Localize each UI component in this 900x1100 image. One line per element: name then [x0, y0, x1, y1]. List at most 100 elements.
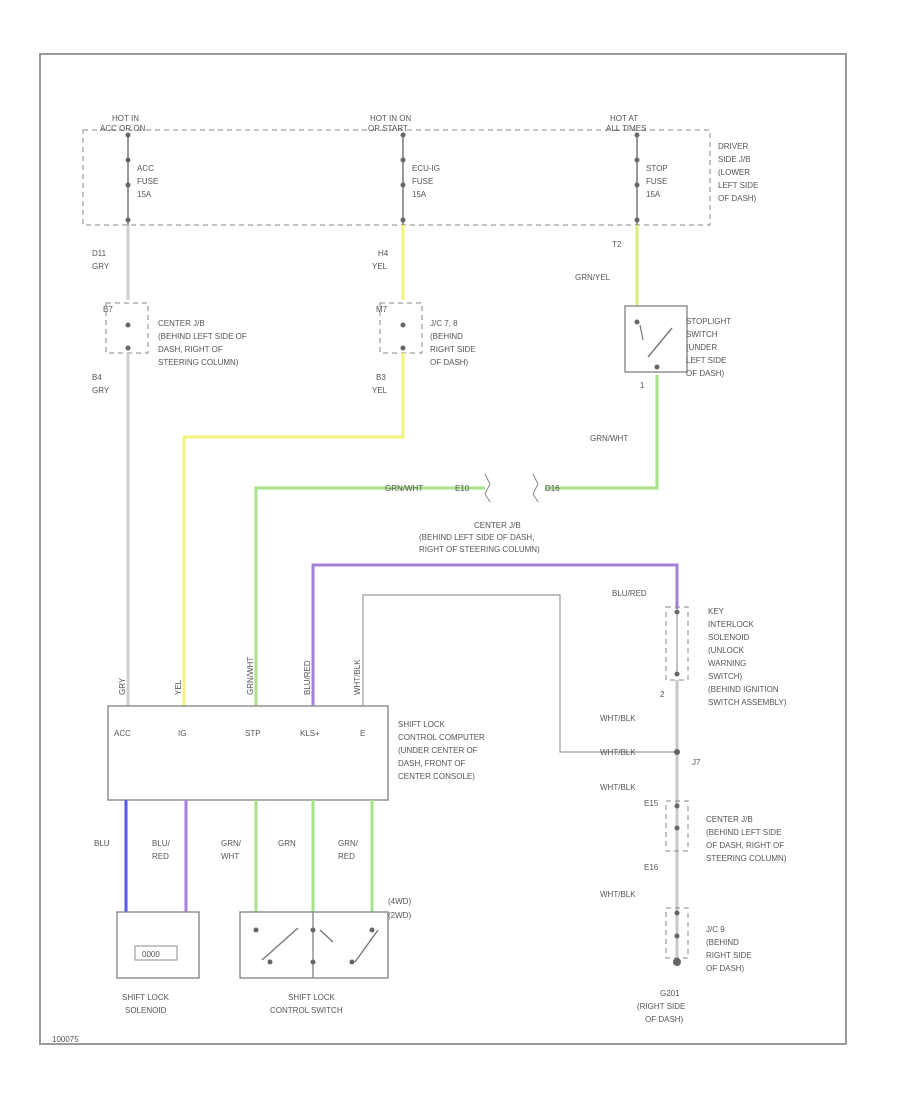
- svg-text:DRIVER: DRIVER: [718, 142, 748, 151]
- jc9-label: J/C 9 (BEHIND RIGHT SIDE OF DASH): [706, 925, 752, 973]
- svg-text:(BEHIND LEFT SIDE OF DASH,: (BEHIND LEFT SIDE OF DASH,: [419, 533, 534, 542]
- svg-text:OF DASH): OF DASH): [706, 964, 745, 973]
- svg-text:(UNDER CENTER OF: (UNDER CENTER OF: [398, 746, 478, 755]
- svg-text:CONTROL COMPUTER: CONTROL COMPUTER: [398, 733, 485, 742]
- svg-text:(BEHIND: (BEHIND: [706, 938, 739, 947]
- svg-text:SIDE J/B: SIDE J/B: [718, 155, 750, 164]
- svg-text:RIGHT SIDE: RIGHT SIDE: [430, 345, 476, 354]
- svg-text:BLU/: BLU/: [152, 839, 171, 848]
- stoplight-switch-label: STOPLIGHT SWITCH (UNDER LEFT SIDE OF DAS…: [686, 317, 731, 378]
- shift-lock-computer-box: [107, 705, 389, 801]
- solenoid-inner-label: 0000: [142, 950, 160, 959]
- key-interlock-label: KEY INTERLOCK SOLENOID (UNLOCK WARNING S…: [708, 607, 787, 707]
- svg-text:15A: 15A: [137, 190, 152, 199]
- svg-text:OF DASH): OF DASH): [718, 194, 757, 203]
- w4-color-label: GRY: [92, 386, 110, 395]
- svg-text:CENTER J/B: CENTER J/B: [474, 521, 521, 530]
- svg-text:CENTER J/B: CENTER J/B: [706, 815, 753, 824]
- center-jb2-label: CENTER J/B (BEHIND LEFT SIDE OF DASH, RI…: [419, 521, 540, 554]
- w2-pin-label: H4: [378, 249, 389, 258]
- solenoid-coil: [134, 945, 178, 961]
- svg-text:OF DASH): OF DASH): [430, 358, 469, 367]
- svg-text:(BEHIND LEFT SIDE OF: (BEHIND LEFT SIDE OF: [158, 332, 247, 341]
- svg-text:GRN/: GRN/: [338, 839, 359, 848]
- computer-pin-kls: KLS+: [300, 729, 320, 738]
- svg-text:SOLENOID: SOLENOID: [125, 1006, 167, 1015]
- wht-blk-wire: [362, 594, 677, 753]
- svg-text:SWITCH): SWITCH): [708, 672, 743, 681]
- w1-pin-label: D11: [92, 249, 107, 258]
- svg-text:OF DASH): OF DASH): [686, 369, 725, 378]
- svg-text:RIGHT SIDE: RIGHT SIDE: [706, 951, 752, 960]
- svg-text:15A: 15A: [646, 190, 661, 199]
- key-interlock-bracket: [665, 606, 689, 681]
- vertical-label-grn-wht: GRN/WHT: [246, 657, 255, 695]
- svg-text:G201: G201: [660, 989, 680, 998]
- jc7-label: J/C 7, 8 (BEHIND RIGHT SIDE OF DASH): [430, 319, 476, 367]
- wht-blk-label-3: WHT/BLK: [600, 783, 636, 792]
- svg-text:J/C 7, 8: J/C 7, 8: [430, 319, 458, 328]
- driver-jb-region: [82, 129, 711, 226]
- stoplight-switch-box: [624, 305, 688, 373]
- svg-text:CENTER CONSOLE): CENTER CONSOLE): [398, 772, 475, 781]
- ground-dot: [673, 958, 681, 966]
- computer-pin-ig: IG: [178, 729, 186, 738]
- svg-text:ECU-IG: ECU-IG: [412, 164, 440, 173]
- svg-text:15A: 15A: [412, 190, 427, 199]
- svg-text:DASH, FRONT OF: DASH, FRONT OF: [398, 759, 466, 768]
- svg-text:HOT IN: HOT IN: [112, 114, 139, 123]
- svg-text:2: 2: [660, 690, 665, 699]
- hot-at-all-times-label: HOT AT ALL TIMES: [606, 114, 646, 133]
- svg-text:SWITCH: SWITCH: [686, 330, 718, 339]
- bottom-wire-blu-red: BLU/ RED: [152, 839, 171, 861]
- svg-text:M7: M7: [376, 305, 388, 314]
- connector-break-1: [484, 473, 491, 503]
- blu-red-wire: [311, 563, 679, 706]
- svg-text:CENTER J/B: CENTER J/B: [158, 319, 205, 328]
- svg-text:SHIFT LOCK: SHIFT LOCK: [398, 720, 446, 729]
- svg-text:SHIFT LOCK: SHIFT LOCK: [288, 993, 336, 1002]
- jc7-bracket: [379, 302, 423, 354]
- shift-lock-control-switch-box: [239, 911, 389, 979]
- svg-text:(BEHIND: (BEHIND: [430, 332, 463, 341]
- svg-text:FUSE: FUSE: [646, 177, 667, 186]
- w5-pin-label: B3: [376, 373, 386, 382]
- junction-left-label: GRN/WHT: [385, 484, 423, 493]
- vertical-label-yel: YEL: [174, 679, 183, 695]
- svg-text:FUSE: FUSE: [412, 177, 433, 186]
- bottom-wire-blu: BLU: [94, 839, 110, 848]
- svg-text:CONTROL SWITCH: CONTROL SWITCH: [270, 1006, 343, 1015]
- hot-in-acc-label: HOT IN ACC OR ON: [100, 114, 146, 133]
- blu-red-label: BLU/RED: [612, 589, 647, 598]
- center-jb3-bracket: [665, 800, 689, 852]
- vertical-label-gry: GRY: [118, 677, 127, 695]
- shift-lock-control-switch-label: SHIFT LOCK CONTROL SWITCH: [270, 993, 343, 1015]
- svg-text:LEFT SIDE: LEFT SIDE: [686, 356, 726, 365]
- yel-wire-lower: [182, 353, 405, 706]
- wht-blk-label-4: WHT/BLK: [600, 890, 636, 899]
- shift-lock-solenoid-box: [116, 911, 200, 979]
- ground-label: G201 (RIGHT SIDE OF DASH): [637, 989, 685, 1024]
- svg-text:RED: RED: [338, 852, 355, 861]
- w4-pin-label: B4: [92, 373, 102, 382]
- driver-side-jb-label: DRIVER SIDE J/B (LOWER LEFT SIDE OF DASH…: [718, 142, 758, 203]
- center-jb1-label: CENTER J/B (BEHIND LEFT SIDE OF DASH, RI…: [158, 319, 247, 367]
- computer-pin-acc: ACC: [114, 729, 131, 738]
- vertical-label-wht-blk: WHT/BLK: [353, 659, 362, 695]
- svg-text:DASH, RIGHT OF: DASH, RIGHT OF: [158, 345, 223, 354]
- hot-in-on-label: HOT IN ON OR START: [368, 114, 411, 133]
- svg-text:J/C 9: J/C 9: [706, 925, 725, 934]
- w3-pin-label: T2: [612, 240, 622, 249]
- vertical-label-blu-red: BLU/RED: [303, 660, 312, 695]
- diagram-frame: [39, 53, 847, 1045]
- svg-text:SOLENOID: SOLENOID: [708, 633, 750, 642]
- svg-text:INTERLOCK: INTERLOCK: [708, 620, 754, 629]
- shift-lock-solenoid-label: SHIFT LOCK SOLENOID: [122, 993, 170, 1015]
- svg-text:SWITCH ASSEMBLY): SWITCH ASSEMBLY): [708, 698, 787, 707]
- svg-text:OR START: OR START: [368, 124, 408, 133]
- svg-text:OF DASH, RIGHT OF: OF DASH, RIGHT OF: [706, 841, 784, 850]
- svg-text:WHT: WHT: [221, 852, 239, 861]
- svg-text:WARNING: WARNING: [708, 659, 746, 668]
- svg-text:STOPLIGHT: STOPLIGHT: [686, 317, 731, 326]
- svg-text:HOT IN ON: HOT IN ON: [370, 114, 411, 123]
